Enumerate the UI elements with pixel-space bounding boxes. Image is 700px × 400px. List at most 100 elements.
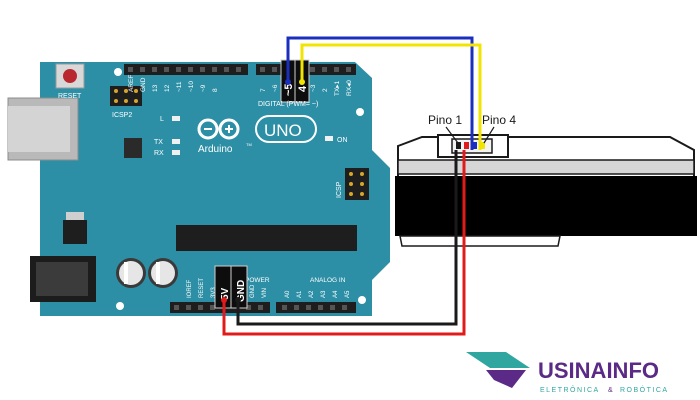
board-pcb xyxy=(40,62,390,316)
usinainfo-logo: USINAINFO ELETRÔNICA & ROBÓTICA xyxy=(466,352,669,394)
connector-pin-3 xyxy=(472,142,477,149)
connector-pin-1 xyxy=(456,142,461,149)
wire-black xyxy=(236,150,458,326)
icsp-header xyxy=(345,168,369,200)
pin-4-label: 4 xyxy=(297,85,309,92)
logo-mark-teal xyxy=(466,352,530,368)
pin-label: A5 xyxy=(345,290,351,298)
usb-connector-inner xyxy=(8,106,70,152)
pin-label: A4 xyxy=(333,290,339,298)
reset-button-cap[interactable] xyxy=(63,69,77,83)
analog-header xyxy=(276,302,356,313)
wire-yellow xyxy=(300,43,482,150)
mount-hole xyxy=(358,296,366,304)
pin-label: TX▸1 xyxy=(334,80,341,96)
trademark-label: TM xyxy=(246,142,252,147)
pin-label: GND xyxy=(140,77,147,92)
regulator-tab xyxy=(66,212,84,220)
pin-label: A3 xyxy=(321,290,327,298)
led-on-label: ON xyxy=(337,137,348,144)
pin-label: A2 xyxy=(309,290,315,298)
pin-4-label: Pino 4 xyxy=(482,113,516,127)
pin-label: 7 xyxy=(260,88,267,92)
icsp2-label: ICSP2 xyxy=(112,112,132,119)
header-left xyxy=(124,64,248,75)
power-jack-inner xyxy=(36,262,88,296)
pin-label: 12 xyxy=(164,84,171,92)
wire-end xyxy=(299,79,305,85)
arduino-board: RESET ICSP2 AREF GND 13 12 ~11 xyxy=(7,59,390,316)
wire-red xyxy=(222,150,466,336)
led-rx-label: RX xyxy=(154,150,164,157)
wire-end xyxy=(235,297,241,303)
pin-label: 13 xyxy=(152,84,159,92)
pin-label: IOREF xyxy=(187,279,193,298)
pin-label: ~11 xyxy=(176,81,183,92)
pin-label: A1 xyxy=(297,290,303,298)
sensor-body xyxy=(395,176,697,236)
pin-gnd-label: GND xyxy=(236,280,247,302)
pin-5-label: ~5 xyxy=(283,83,295,96)
digital-label: DIGITAL (PWM= ~) xyxy=(258,101,318,108)
usb-chip xyxy=(124,138,142,158)
pin-label: 3V3 xyxy=(211,287,217,298)
bottom-pin-holes xyxy=(174,305,347,310)
arduino-logo xyxy=(197,118,240,140)
pin-label: ~10 xyxy=(188,81,195,92)
logo-tagline-right: ROBÓTICA xyxy=(620,385,669,394)
pin-1-label: Pino 1 xyxy=(428,113,462,127)
led-on xyxy=(325,136,333,141)
led-tx-label: TX xyxy=(154,139,163,146)
reset-label: RESET xyxy=(58,93,82,100)
pin-label: ~6 xyxy=(272,84,279,92)
microcontroller-chip xyxy=(176,225,357,251)
pin-label: RESET xyxy=(199,278,205,298)
pin-4-pointer xyxy=(483,126,495,144)
pin-label: VIN xyxy=(262,288,268,298)
logo-mark-purple xyxy=(486,370,526,388)
pin-label: 2 xyxy=(322,88,329,92)
logo-tagline-left: ELETRÔNICA xyxy=(540,385,600,394)
sensor-band xyxy=(397,159,695,175)
power-pin-highlight: 5V GND xyxy=(214,265,248,309)
capacitor xyxy=(116,258,146,288)
logo-name: USINAINFO xyxy=(538,358,659,383)
mount-hole xyxy=(356,108,364,116)
pin-label: ~9 xyxy=(200,84,207,92)
capacitor xyxy=(148,258,178,288)
icsp-label: ICSP xyxy=(336,181,343,198)
logo-tagline-amp: & xyxy=(608,387,613,394)
uno-badge xyxy=(255,115,317,143)
pin-1-pointer xyxy=(445,126,459,144)
mount-hole xyxy=(116,302,124,310)
led-l xyxy=(172,116,180,121)
led-tx xyxy=(172,139,180,144)
mount-hole xyxy=(114,68,122,76)
pin-label: A0 xyxy=(285,290,291,298)
reset-button[interactable] xyxy=(55,63,85,89)
connector-pin-4 xyxy=(480,142,485,149)
wire-blue xyxy=(286,36,474,150)
pin-label: AREF xyxy=(128,75,135,92)
voltage-regulator xyxy=(63,220,87,244)
wire-end xyxy=(221,297,227,303)
pin-label: ~3 xyxy=(310,84,317,92)
pin-label: RX◂0 xyxy=(346,80,353,96)
sensor-base xyxy=(399,235,561,247)
connector-pin-2 xyxy=(464,142,469,149)
analog-label: ANALOG IN xyxy=(310,277,346,284)
led-rx xyxy=(172,150,180,155)
led-l-label: L xyxy=(160,116,164,123)
pin-label: GND xyxy=(250,284,256,298)
power-label: POWER xyxy=(245,277,270,284)
sensor-module xyxy=(395,134,697,247)
pin-label: 8 xyxy=(212,88,219,92)
analog-pin-labels: A0 A1 A2 A3 A4 A5 xyxy=(285,290,351,298)
icsp2-header xyxy=(110,86,142,106)
wire-end xyxy=(285,79,291,85)
model-label: UNO xyxy=(264,121,302,140)
wires xyxy=(222,36,482,336)
brand-label: Arduino xyxy=(198,144,233,155)
power-pin-labels: IOREF RESET 3V3 GND VIN xyxy=(187,278,268,298)
